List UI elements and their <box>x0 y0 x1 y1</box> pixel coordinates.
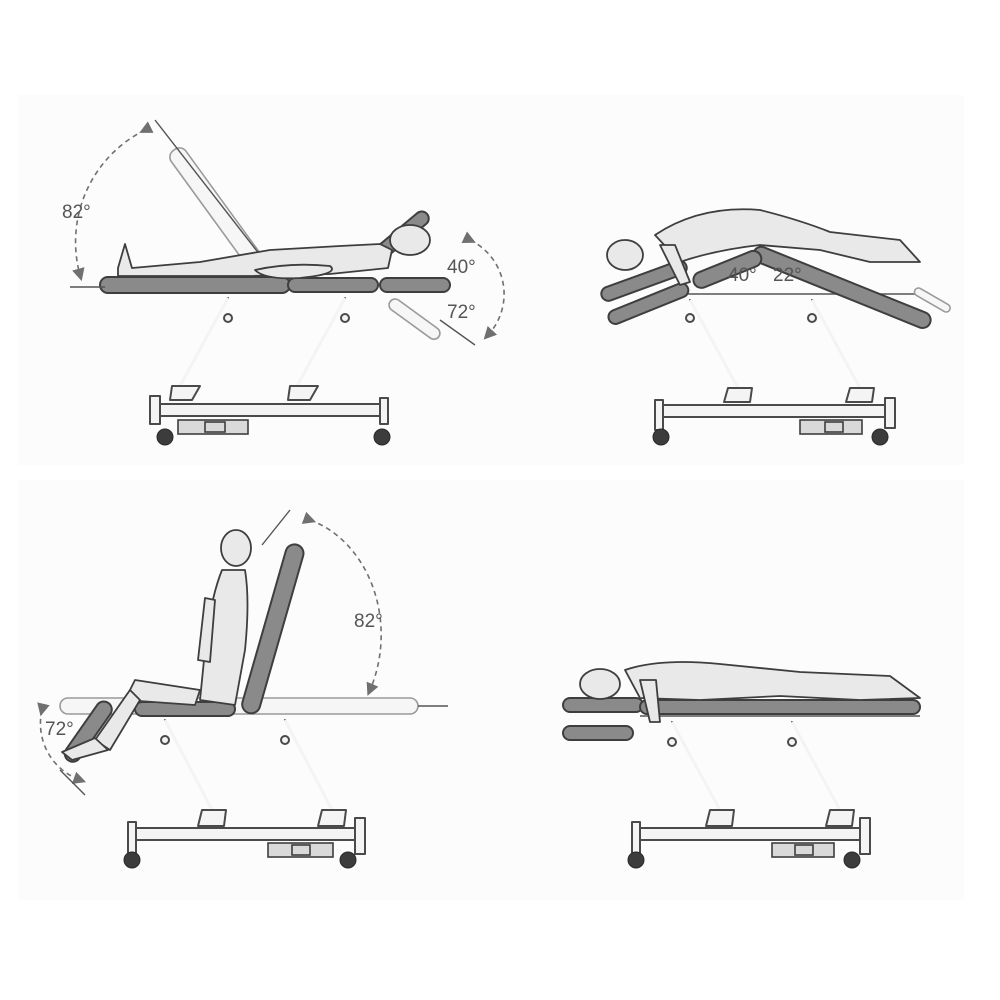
caster-wheel <box>652 428 670 446</box>
backrest-pad <box>99 276 291 294</box>
panel-supine: 82° 40° 72° <box>62 119 505 446</box>
angle-label: 72° <box>45 719 74 740</box>
caster-wheel <box>373 428 391 446</box>
figure-prone-arched <box>606 208 921 286</box>
lift-mechanism <box>169 297 350 401</box>
figure-head <box>389 224 431 256</box>
leg-extension <box>913 287 951 313</box>
angle-label: 72° <box>447 302 476 323</box>
head-section-pad <box>600 259 688 302</box>
figure-prone-flat <box>579 661 921 723</box>
seat-pad <box>287 277 379 293</box>
lift-mechanism <box>685 299 875 403</box>
table-base <box>627 817 871 869</box>
caster-wheel <box>339 851 357 869</box>
lift-mechanism <box>160 719 347 827</box>
panel-sitting: 82° 72° <box>37 509 448 869</box>
angle-label: 40° <box>447 257 476 278</box>
caster-wheel <box>627 851 645 869</box>
panel-prone-arched: 40° 22° <box>600 208 951 446</box>
angle-arc <box>301 511 382 696</box>
trunk-section-pad <box>692 249 763 289</box>
angle-arc <box>72 121 154 282</box>
caster-wheel <box>843 851 861 869</box>
backrest-pad <box>241 543 305 715</box>
leg-pad <box>379 277 451 293</box>
table-base <box>123 817 366 869</box>
armrest-pad <box>607 282 690 325</box>
angle-arc <box>461 231 505 340</box>
caster-wheel <box>156 428 174 446</box>
head-section-pad <box>562 697 644 713</box>
table-top <box>600 245 951 330</box>
main-pad <box>639 699 921 715</box>
table-base <box>149 395 391 446</box>
table-top <box>562 697 921 741</box>
armrest-pad <box>562 725 634 741</box>
table-base <box>652 397 896 446</box>
angle-label: 40° <box>728 265 757 286</box>
caster-wheel <box>871 428 889 446</box>
lift-mechanism <box>667 721 855 827</box>
figure-sitting <box>61 529 252 761</box>
caster-wheel <box>123 851 141 869</box>
angle-label: 82° <box>62 202 91 223</box>
panel-prone-flat <box>562 661 921 869</box>
head-pad-dropped <box>388 298 441 341</box>
angle-arc <box>37 702 87 784</box>
angle-label: 82° <box>354 611 383 632</box>
figure-head <box>606 239 644 271</box>
figure-head <box>220 529 252 567</box>
flat-position-ghost <box>59 697 419 715</box>
figure-supine <box>117 224 431 280</box>
angle-label: 22° <box>773 265 802 286</box>
figure-head <box>579 668 621 700</box>
